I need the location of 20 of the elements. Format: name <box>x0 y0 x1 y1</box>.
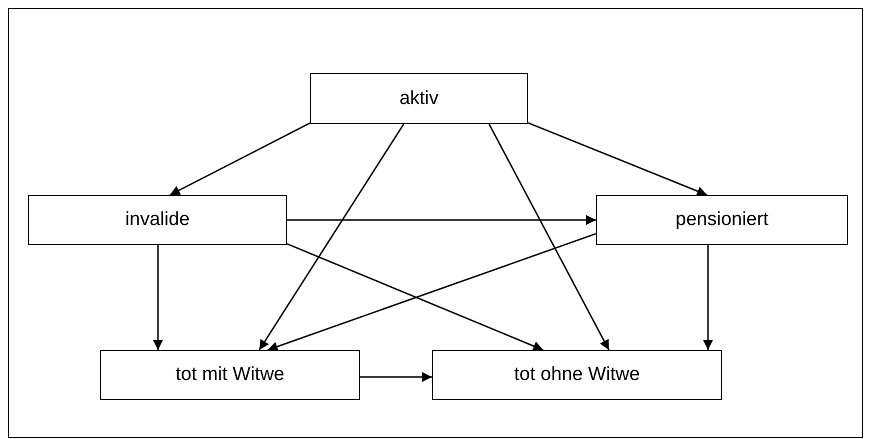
state-label: aktiv <box>399 88 439 110</box>
arrow <box>153 245 163 350</box>
arrow <box>703 245 713 350</box>
state-box <box>28 195 287 245</box>
arrow <box>286 243 544 351</box>
arrow <box>170 122 310 196</box>
state-box <box>310 73 528 124</box>
state-box <box>432 350 722 400</box>
state-label: tot mit Witwe <box>176 364 284 386</box>
arrow <box>528 122 708 196</box>
state-label: invalide <box>125 209 190 231</box>
arrow <box>488 124 610 350</box>
arrow <box>287 215 596 225</box>
state-box <box>596 195 848 245</box>
arrow <box>267 233 596 352</box>
arrow <box>258 124 404 350</box>
state-box <box>100 350 360 400</box>
arrow <box>360 372 432 382</box>
state-label: pensioniert <box>676 209 768 231</box>
state-label: tot ohne Witwe <box>514 364 640 386</box>
